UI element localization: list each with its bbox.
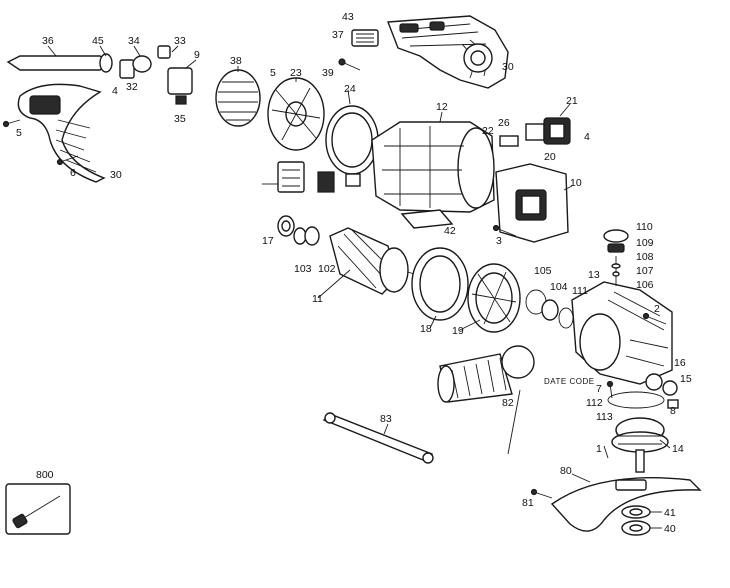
flange-41 — [621, 505, 651, 519]
fan-23 — [267, 77, 325, 151]
oring-113 — [607, 391, 665, 409]
guard-80 — [530, 477, 702, 532]
spanner-wrench-83 — [322, 412, 434, 464]
accessory-box-800 — [5, 483, 71, 535]
bearing-17 — [277, 215, 295, 237]
label-5-left: 5 — [16, 127, 22, 139]
gear-case-13 — [571, 281, 673, 385]
switch-paddle-30 — [17, 83, 106, 183]
label-105: 105 — [534, 265, 552, 277]
label-6: 6 — [70, 167, 76, 179]
label-45: 45 — [92, 35, 104, 47]
label-7: 7 — [596, 383, 602, 395]
label-21: 21 — [566, 95, 578, 107]
label-4-right: 4 — [584, 131, 590, 143]
label-26: 26 — [498, 117, 510, 129]
label-9: 9 — [194, 49, 200, 61]
side-handle-36 — [6, 53, 113, 73]
label-2: 2 — [654, 303, 660, 315]
small-parts-upper-left — [2, 45, 193, 166]
label-41: 41 — [664, 507, 676, 519]
screw-2 — [642, 312, 667, 325]
armature-11 — [329, 227, 415, 295]
label-108: 108 — [636, 251, 654, 263]
spindle-lock-button — [603, 229, 629, 286]
label-5-top: 5 — [270, 67, 276, 79]
label-104: 104 — [550, 281, 568, 293]
date-code-label: DATE CODE — [544, 377, 595, 386]
label-plate-42 — [400, 209, 454, 229]
screw-39 — [338, 58, 361, 71]
label-24: 24 — [344, 83, 356, 95]
nut-40 — [621, 520, 651, 536]
label-83: 83 — [380, 413, 392, 425]
label-43: 43 — [342, 11, 354, 23]
label-103: 103 — [294, 263, 312, 275]
label-30-top: 30 — [502, 61, 514, 73]
oring-111 — [558, 307, 574, 329]
label-18: 18 — [420, 323, 432, 335]
label-22: 22 — [482, 125, 494, 137]
motor-housing-12 — [371, 121, 495, 213]
label-109: 109 — [636, 237, 654, 249]
label-3: 3 — [496, 235, 502, 247]
label-106: 106 — [636, 279, 654, 291]
side-handle-82 — [437, 345, 535, 403]
label-81: 81 — [522, 497, 534, 509]
part-number-labels: 43 37 39 30 36 45 34 33 9 4 32 35 38 5 2… — [16, 11, 692, 535]
spindle-assembly-14 — [603, 417, 669, 473]
gear-19 — [467, 263, 521, 333]
label-34: 34 — [128, 35, 140, 47]
label-800: 800 — [36, 469, 54, 481]
label-110: 110 — [636, 221, 653, 233]
brush-holder-37 — [351, 29, 379, 47]
label-23: 23 — [290, 67, 302, 79]
label-113: 113 — [596, 411, 613, 423]
brush-parts-right — [499, 117, 571, 147]
screw-3 — [492, 224, 517, 237]
seal-16-15 — [645, 373, 679, 409]
label-16: 16 — [674, 357, 686, 369]
baffle-18 — [411, 247, 469, 321]
label-80: 80 — [560, 465, 572, 477]
label-17: 17 — [262, 235, 274, 247]
field-coil-10 — [495, 163, 569, 243]
label-38: 38 — [230, 55, 242, 67]
label-36: 36 — [42, 35, 54, 47]
label-30-left: 30 — [110, 169, 122, 181]
label-13: 13 — [588, 269, 600, 281]
baffle-ring-24 — [325, 105, 379, 175]
leader-lines — [47, 45, 671, 529]
label-14: 14 — [672, 443, 684, 455]
label-15: 15 — [680, 373, 692, 385]
label-35: 35 — [174, 113, 186, 125]
label-20: 20 — [544, 151, 556, 163]
rear-housing-top — [387, 15, 509, 89]
label-1: 1 — [596, 443, 602, 455]
label-32: 32 — [126, 81, 138, 93]
label-4-left: 4 — [112, 85, 118, 97]
label-107: 107 — [636, 265, 654, 277]
label-42: 42 — [444, 225, 456, 237]
label-11: 11 — [312, 293, 323, 305]
brush-holder-plate — [262, 161, 361, 193]
label-19: 19 — [452, 325, 464, 337]
label-33: 33 — [174, 35, 186, 47]
label-82: 82 — [502, 397, 514, 409]
dust-filter-38 — [215, 69, 261, 127]
label-37: 37 — [332, 29, 344, 41]
washers-103-102 — [293, 226, 320, 246]
label-8: 8 — [670, 405, 676, 417]
label-112: 112 — [586, 397, 603, 409]
spacer-104 — [541, 299, 559, 321]
label-10: 10 — [570, 177, 582, 189]
label-111: 111 — [572, 285, 588, 297]
label-40: 40 — [664, 523, 676, 535]
label-102: 102 — [318, 263, 336, 275]
label-39: 39 — [322, 67, 334, 79]
label-12: 12 — [436, 101, 448, 113]
